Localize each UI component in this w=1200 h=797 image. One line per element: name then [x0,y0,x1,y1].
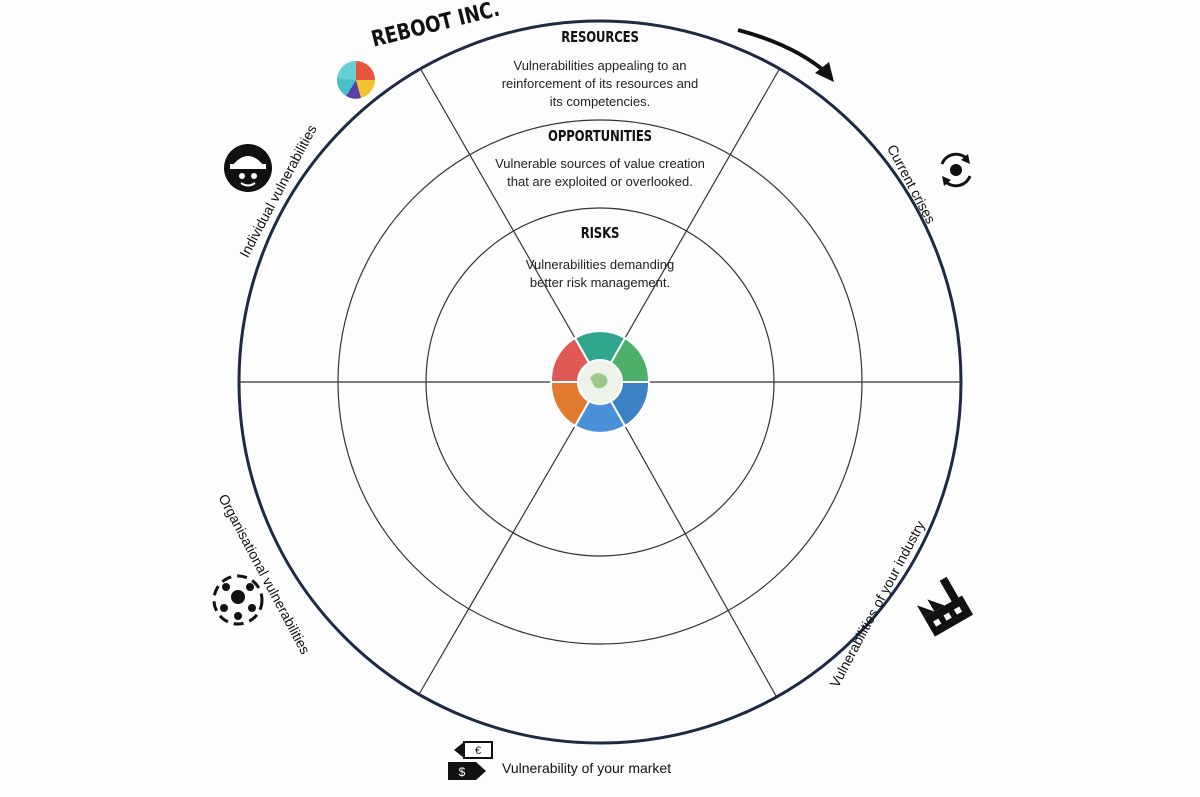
resources-title: RESOURCES [561,28,639,46]
divider-top-right [624,67,781,339]
opportunities-description: Vulnerable sources of value creation tha… [495,156,705,189]
hub-segment-teal [573,330,627,385]
divider-top-left [419,67,576,339]
divider-bottom-right [624,425,777,697]
worker-helmet-icon [224,144,272,192]
organisation-network-icon [212,574,264,626]
risks-description: Vulnerabilities demanding better risk ma… [525,257,675,290]
resources-description: Vulnerabilities appealing to an reinforc… [501,58,699,109]
divider-bottom-left [417,425,576,697]
factory-icon [916,576,974,637]
opportunities-title: OPPORTUNITIES [548,127,652,145]
brand-logo-icon [334,58,378,102]
hub-segment-lightblue [573,379,627,434]
central-hub [549,330,651,434]
rotation-arrow-icon [737,28,834,82]
sector-dividers [239,67,961,697]
currency-exchange-icon: € $ [448,741,493,780]
crisis-cycle-icon [940,152,972,188]
svg-text:$: $ [459,765,466,779]
sector-label-market: Vulnerability of your market [502,760,672,776]
risks-title: RISKS [580,224,620,242]
svg-text:€: € [475,745,481,757]
